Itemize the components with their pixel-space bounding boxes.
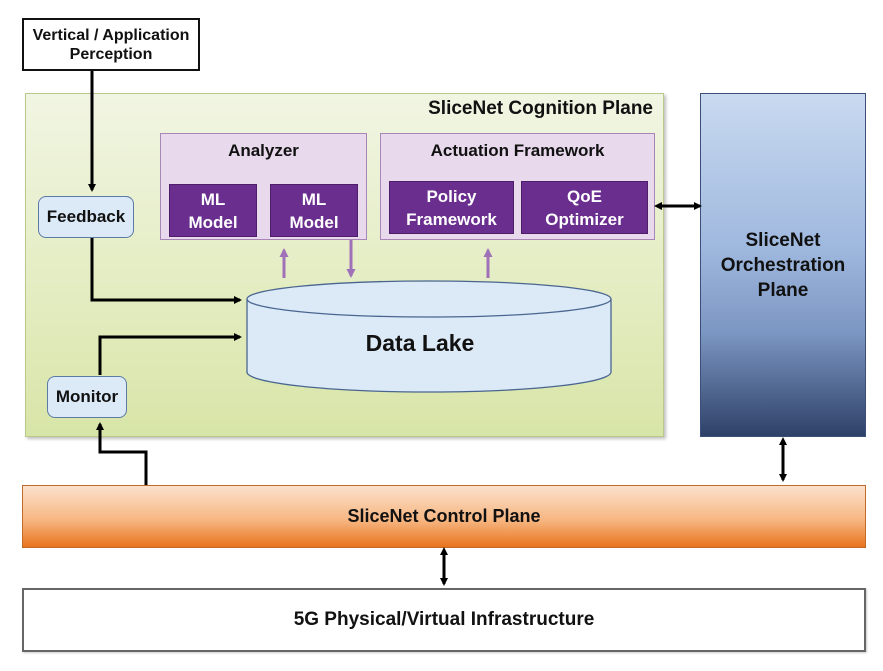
monitor-box: Monitor bbox=[47, 376, 127, 418]
ml-model-line1: ML bbox=[200, 189, 226, 209]
feedback-box: Feedback bbox=[38, 196, 134, 238]
perception-label-line1: Vertical / Application bbox=[32, 26, 190, 44]
qoe-line2: Optimizer bbox=[545, 209, 624, 229]
qoe-optimizer-box: QoE Optimizer bbox=[521, 181, 648, 234]
actuation-framework-title: Actuation Framework bbox=[430, 141, 605, 160]
ml-model-line2: Model bbox=[188, 212, 238, 232]
perception-label-line2: Perception bbox=[69, 45, 153, 63]
cognition-plane: SliceNet Cognition Plane Analyzer ML Mod… bbox=[25, 93, 664, 437]
infrastructure-box: 5G Physical/Virtual Infrastructure bbox=[22, 588, 866, 652]
cognition-plane-title: SliceNet Cognition Plane bbox=[428, 98, 653, 119]
ml-model-box: ML Model bbox=[169, 184, 257, 237]
policy-line2: Framework bbox=[406, 209, 497, 229]
control-plane: SliceNet Control Plane bbox=[22, 485, 866, 548]
ml-model-box: ML Model bbox=[270, 184, 358, 237]
analyzer-group: Analyzer ML Model ML Model bbox=[160, 133, 367, 240]
ml-model-line1: ML bbox=[301, 189, 327, 209]
actuation-framework-group: Actuation Framework Policy Framework QoE… bbox=[380, 133, 655, 240]
orchestration-line2: Orchestration bbox=[720, 254, 846, 276]
orchestration-line3: Plane bbox=[757, 279, 809, 301]
analyzer-title: Analyzer bbox=[228, 141, 299, 160]
data-lake-label: Data Lake bbox=[365, 330, 475, 356]
orchestration-line1: SliceNet bbox=[745, 229, 821, 251]
ml-model-line2: Model bbox=[289, 212, 339, 232]
qoe-line1: QoE bbox=[567, 186, 602, 206]
perception-box: Vertical / Application Perception bbox=[22, 18, 200, 71]
policy-framework-box: Policy Framework bbox=[389, 181, 514, 234]
orchestration-plane: SliceNet Orchestration Plane bbox=[700, 93, 866, 437]
policy-line1: Policy bbox=[426, 186, 477, 206]
